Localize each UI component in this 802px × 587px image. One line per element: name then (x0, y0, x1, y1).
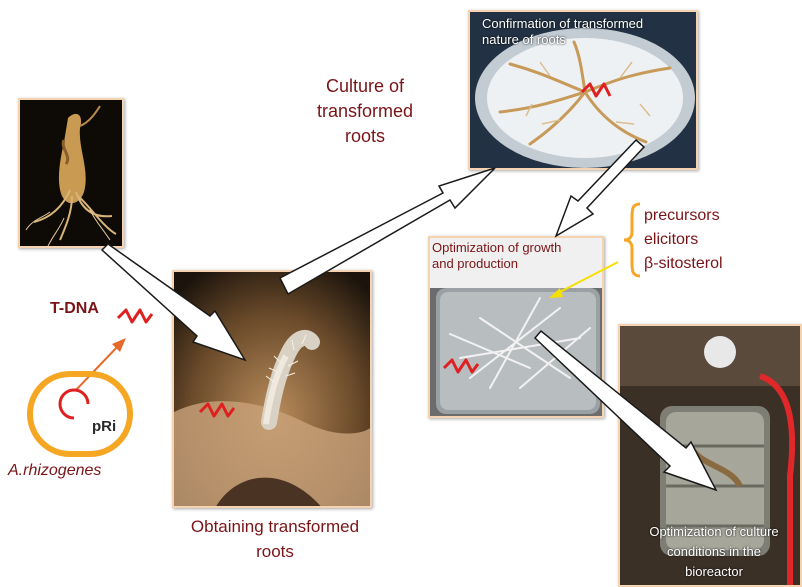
additive-elicitors: elicitors (644, 228, 723, 252)
additive-sitosterol: β-sitosterol (644, 252, 723, 276)
additives-list: precursors elicitors β-sitosterol (644, 204, 723, 276)
agrobacterium-label: A.rhizogenes (8, 462, 148, 480)
squiggle-dna-icon (444, 360, 478, 372)
squiggle-dna-icon (118, 310, 152, 322)
squiggle-dna-icon (200, 404, 234, 416)
step-obtaining-label: Obtaining transformed roots (150, 514, 400, 564)
step-optimization-culture-label: Optimization of culture conditions in th… (628, 522, 800, 582)
additive-precursors: precursors (644, 204, 723, 228)
additives-bracket (624, 204, 640, 276)
step-confirmation-label: Confirmation of transformed nature of ro… (482, 16, 697, 48)
arrow-beaker-to-bioreactor (535, 331, 716, 490)
plasmid-ring-icon (60, 390, 88, 418)
yellow-pointer-arrowhead (549, 288, 563, 298)
step-culture-label: Culture of transformed roots (270, 74, 460, 149)
pri-label: pRi (92, 418, 116, 435)
tdna-label: T-DNA (50, 300, 99, 318)
squiggle-dna-icon (582, 84, 610, 96)
arrow-explant-to-petri (280, 168, 495, 294)
step-optimization-growth-label: Optimization of growth and production (432, 240, 604, 272)
